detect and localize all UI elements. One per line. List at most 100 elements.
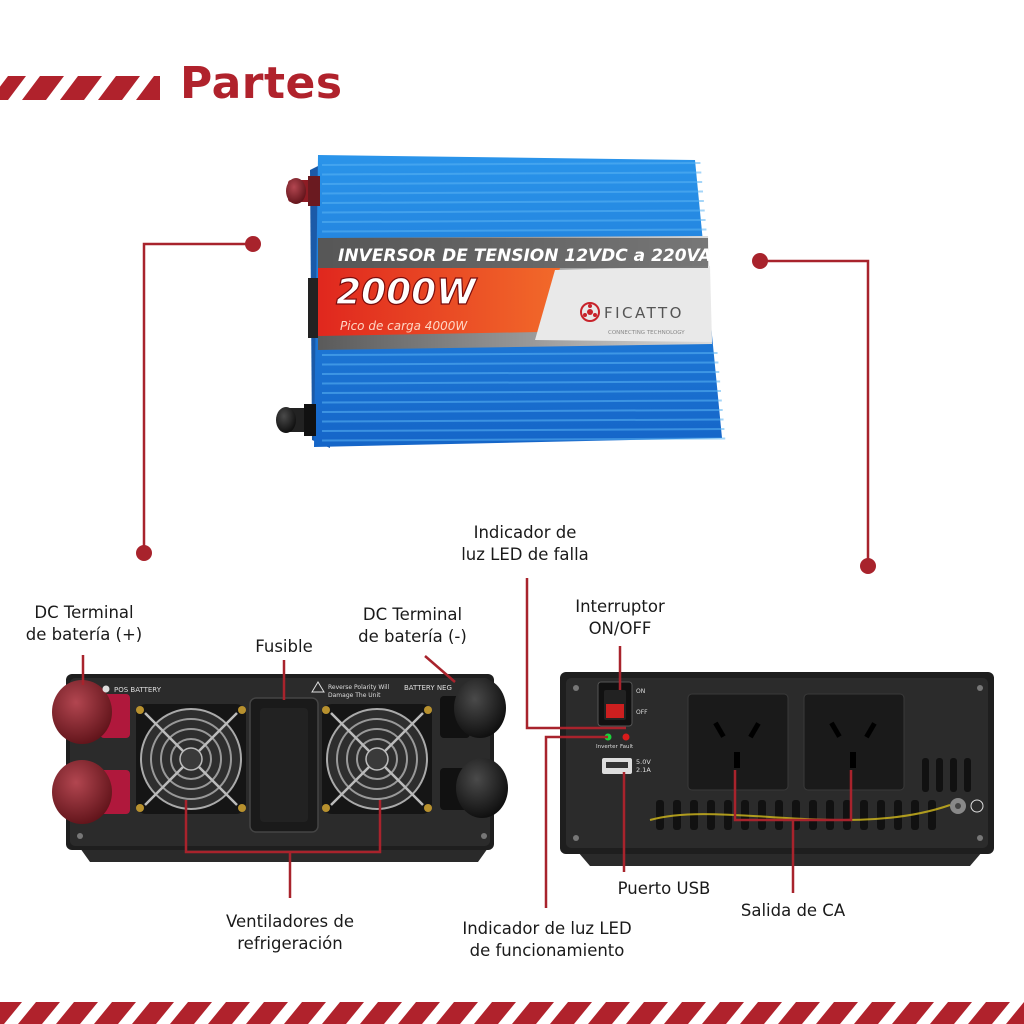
product-power: 2000W	[336, 272, 478, 313]
label-dc-terminal-positive: DC Terminal de batería (+)	[24, 602, 144, 646]
stripe-segment	[930, 1002, 972, 1024]
fin-line	[321, 390, 721, 394]
vent-slot	[860, 800, 868, 830]
fin-line	[321, 399, 722, 404]
label-line: refrigeración	[237, 934, 343, 953]
label-line: Salida de CA	[740, 901, 846, 920]
vent-slot	[894, 800, 902, 830]
stripe-segment	[854, 1002, 896, 1024]
fault-led-icon	[622, 733, 630, 741]
label-line: Indicador de	[473, 523, 577, 542]
fin-line	[321, 200, 704, 204]
label-cooling-fans: Ventiladores de refrigeración	[205, 911, 375, 955]
stripe-segment	[208, 1002, 250, 1024]
label-line: DC Terminal	[362, 605, 463, 624]
stripe-segment	[512, 1002, 554, 1024]
label-fuse: Fusible	[234, 636, 334, 658]
fin-line	[321, 437, 726, 442]
fin-line	[321, 181, 703, 185]
callout-lines	[81, 242, 870, 908]
stripe-segment	[740, 1002, 782, 1024]
bottom-stripe	[0, 1002, 1024, 1024]
callout-dots	[136, 236, 876, 574]
stripe-segment	[398, 1002, 440, 1024]
pos-battery-text: POS BATTERY	[114, 686, 162, 694]
dc-terminal-negative	[440, 678, 508, 818]
label-line: Fusible	[255, 637, 313, 656]
fin-line	[321, 219, 706, 223]
ac-outlet-left	[687, 693, 789, 791]
label-line: luz LED de falla	[461, 545, 589, 564]
label-usb-port: Puerto USB	[604, 878, 724, 900]
label-ac-output: Salida de CA	[728, 900, 858, 922]
fin-line	[321, 209, 705, 214]
warning-icon	[311, 681, 325, 693]
fin-line	[321, 409, 723, 413]
dc-terminal-positive	[52, 680, 130, 824]
battery-neg-text: BATTERY NEG	[404, 684, 452, 692]
stripe-segment	[0, 1002, 22, 1024]
fin-line	[321, 190, 704, 195]
ground-terminal-icon	[950, 798, 984, 814]
stripe-segment	[778, 1002, 820, 1024]
dc-terminal-negative-top	[276, 404, 316, 436]
stripe-segment	[892, 1002, 934, 1024]
fin-line	[321, 352, 718, 356]
vent-slot	[922, 758, 929, 792]
vent-slot	[964, 758, 971, 792]
inverter-dc-panel: POS BATTERY BATTERY NEG Reverse Polarity…	[52, 674, 508, 862]
stripe-segment	[94, 1002, 136, 1024]
stripe-segment	[170, 1002, 212, 1024]
fin-line	[321, 171, 702, 176]
stripe-segment	[18, 1002, 60, 1024]
label-power-switch: Interruptor ON/OFF	[570, 596, 670, 640]
ac-outlet-right	[803, 693, 905, 791]
vent-slot	[936, 758, 943, 792]
stripe-segment	[474, 1002, 516, 1024]
label-line: Interruptor	[575, 597, 665, 616]
fin-line	[321, 162, 701, 166]
vent-slot	[809, 800, 817, 830]
usb-rating-1: 5.0V	[636, 758, 651, 766]
vent-slot	[758, 800, 766, 830]
inverter-top-view	[276, 155, 726, 448]
stripe-segment	[56, 1002, 98, 1024]
label-line: de batería (+)	[25, 625, 143, 644]
plus-icon	[102, 685, 110, 693]
label-fault-led: Indicador de luz LED de falla	[450, 522, 600, 566]
product-header: INVERSOR DE TENSION 12VDC a 220VAC	[338, 246, 724, 266]
label-line: de funcionamiento	[469, 941, 625, 960]
top-stripe	[0, 76, 160, 100]
label-run-led: Indicador de luz LED de funcionamiento	[442, 918, 652, 962]
stripe-segment	[588, 1002, 630, 1024]
brand-name: FICATTO	[604, 304, 684, 322]
fin-line	[321, 418, 724, 423]
label-line: ON/OFF	[588, 619, 652, 638]
warning-line-2: Damage The Unit	[328, 692, 381, 699]
cooling-fan-left	[136, 704, 246, 814]
usb-port-icon	[602, 758, 632, 774]
usb-rating-2: 2.1A	[636, 766, 651, 774]
fin-line	[321, 228, 707, 233]
stripe-segment	[968, 1002, 1010, 1024]
label-line: de batería (-)	[358, 627, 467, 646]
vent-slot	[656, 800, 664, 830]
inverter-ac-panel: ON OFF Inverter Fault 5.0V 2.1A	[560, 672, 994, 866]
fin-line	[321, 428, 725, 432]
switch-on-text: ON	[636, 688, 645, 695]
brand-logo-icon	[580, 302, 600, 322]
fin-line	[321, 361, 719, 366]
fin-line	[321, 380, 721, 385]
stripe-segment	[246, 1002, 288, 1024]
stripe-segment	[436, 1002, 478, 1024]
stripe-segment	[360, 1002, 402, 1024]
fuse-holder	[249, 697, 319, 833]
label-line: Ventiladores de	[226, 912, 354, 931]
product-peak: Pico de carga 4000W	[340, 319, 468, 333]
vent-slot	[928, 800, 936, 830]
cooling-fan-right	[322, 704, 432, 814]
vent-slot	[843, 800, 851, 830]
inverter-led-text: Inverter	[596, 744, 619, 750]
label-line: DC Terminal	[34, 603, 134, 622]
